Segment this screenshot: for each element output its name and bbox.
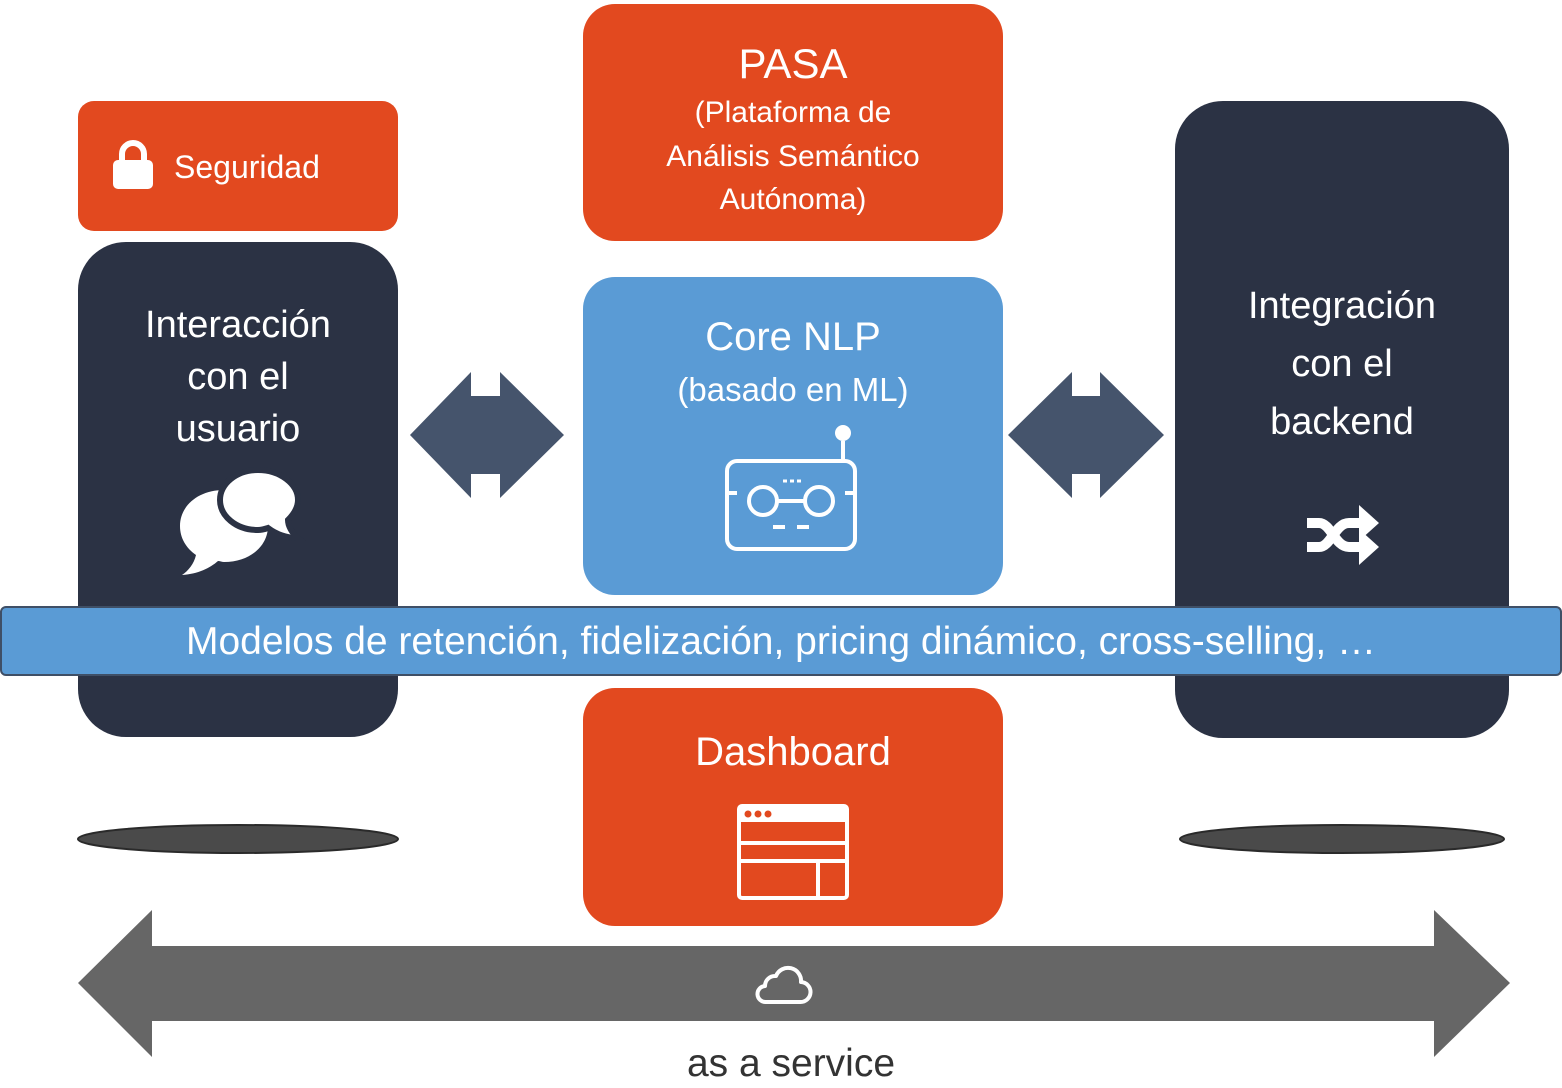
core-nlp-box: Core NLP (basado en ML): [583, 277, 1003, 595]
integration-line-3: backend: [1270, 401, 1414, 443]
right-ellipse: [1179, 824, 1505, 854]
browser-window-icon: [737, 804, 849, 900]
pasa-box: PASA (Plataforma de Análisis Semántico A…: [583, 4, 1003, 241]
lock-icon: [113, 140, 153, 189]
pasa-subtitle-line-2: Análisis Semántico: [666, 140, 920, 173]
integration-line-2: con el: [1291, 343, 1393, 385]
shuffle-icon: [1307, 505, 1379, 565]
right-double-arrow: [1008, 372, 1164, 498]
interaction-line-2: con el: [187, 356, 289, 398]
interaction-line-3: usuario: [175, 408, 301, 450]
dashboard-title: Dashboard: [695, 730, 891, 774]
core-title: Core NLP: [705, 315, 881, 359]
dashboard-box: Dashboard: [583, 688, 1003, 926]
models-banner: Modelos de retención, fidelización, pric…: [0, 606, 1562, 676]
interaction-line-1: Interacción: [145, 304, 331, 346]
chat-bubbles-icon: [180, 466, 307, 575]
robot-radio-icon: [725, 425, 857, 551]
models-banner-text: Modelos de retención, fidelización, pric…: [185, 620, 1377, 663]
pasa-title: PASA: [738, 40, 848, 87]
integration-line-1: Integración: [1247, 285, 1436, 327]
pasa-subtitle-line-3: Autónoma): [719, 183, 867, 216]
security-label: Seguridad: [174, 149, 320, 185]
left-ellipse: [77, 824, 399, 854]
left-double-arrow: [410, 372, 564, 498]
cloud-icon: [755, 965, 813, 1004]
service-label: as a service: [686, 1042, 896, 1085]
pasa-subtitle-line-1: (Plataforma de: [694, 96, 892, 129]
security-box: Seguridad: [78, 101, 398, 231]
core-subtitle: (basado en ML): [677, 371, 909, 408]
